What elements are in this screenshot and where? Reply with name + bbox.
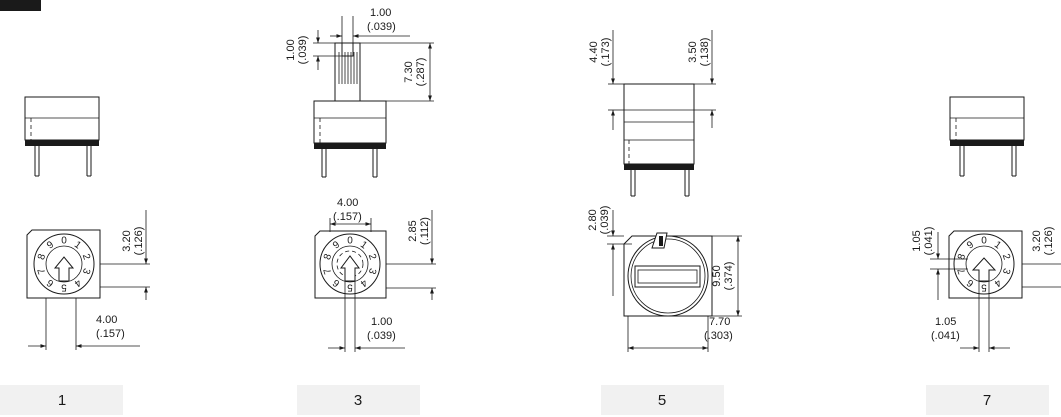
arrow-icon (340, 255, 360, 282)
dim-text: (.112) (419, 217, 431, 245)
dim-text: (.126) (133, 227, 145, 256)
variant-label-box (297, 385, 420, 415)
dial-digit: 1 (358, 239, 369, 251)
dial-digit: 8 (36, 252, 48, 261)
dim-text: (.039) (599, 206, 611, 235)
dim-text: (.303) (704, 330, 733, 342)
dim-text: 9.50 (711, 265, 723, 286)
dial-digit: 7 (956, 266, 968, 275)
dim-text: (.039) (367, 21, 396, 33)
dim-text: (.138) (699, 38, 711, 67)
dial-digit: 3 (1000, 267, 1012, 276)
dim-text: (.041) (923, 227, 935, 256)
dial-digit: 4 (358, 277, 369, 289)
variant-7-side-view (949, 96, 1025, 177)
dial-digit: 2 (1000, 253, 1012, 262)
dim-text: 4.00 (337, 197, 358, 209)
variant-label: 5 (658, 392, 666, 409)
dim-text: 3.50 (687, 41, 699, 62)
dial-digit: 2 (80, 253, 92, 262)
dim-text: 1.00 (285, 39, 297, 60)
dial-digit: 5 (347, 282, 353, 293)
dial-digit: 0 (61, 236, 67, 247)
dial-digit: 5 (981, 282, 987, 293)
dim-text: 3.20 (1031, 230, 1043, 251)
dial-digit: 3 (366, 267, 378, 276)
variant-label: 7 (983, 392, 991, 409)
dim-text: (.041) (931, 330, 960, 342)
dim-text: 3.20 (121, 230, 133, 251)
dial-digit: 8 (956, 252, 968, 261)
dial-digit: 6 (965, 276, 976, 288)
dim-text: (.157) (96, 328, 125, 340)
variant-label-box (0, 385, 123, 415)
dim-text: (.126) (1043, 227, 1055, 256)
dial-digit: 7 (322, 266, 334, 275)
dial-digit: 5 (61, 282, 67, 293)
knurl-hatch (338, 52, 358, 84)
dim-text: (.157) (333, 211, 362, 223)
dial-digit: 9 (965, 239, 976, 251)
dial-digit: 3 (80, 267, 92, 276)
arrow-icon (53, 256, 75, 282)
dim-text: 2.80 (587, 209, 599, 230)
arrow-icon (971, 257, 997, 282)
dial-digit: 8 (322, 252, 334, 261)
dim-text: (.039) (367, 330, 396, 342)
dim-text: (.173) (600, 38, 612, 67)
dim-text: (.287) (415, 58, 427, 87)
dim-text: 1.00 (370, 7, 391, 19)
dial-digit: 2 (366, 253, 378, 262)
dial-digit: 0 (981, 236, 987, 247)
variant-label-box (601, 385, 724, 415)
dial-digit: 9 (45, 239, 56, 251)
dial-digit: 4 (992, 277, 1003, 289)
dim-text: 1.00 (371, 316, 392, 328)
dim-text: 7.30 (403, 61, 415, 82)
dim-text: 4.00 (96, 314, 117, 326)
variant-5-top-view: 2.80 (.039) 9.50 (.374) 7.70 (.303) (587, 206, 742, 352)
variant-3-side-view: 1.00 (.039) 1.00 (.039) 7.30 (.287) (285, 7, 434, 178)
dial-digit: 6 (45, 276, 56, 288)
dial-digit: 4 (72, 277, 83, 289)
variant-5: 4.40 (.173) 3.50 (.138) 2.80 (.039) (587, 30, 742, 415)
variant-1-side-view (24, 96, 100, 177)
dim-text: 4.40 (588, 41, 600, 62)
header-tab (0, 0, 41, 11)
dim-text: 1.05 (911, 230, 923, 251)
dim-text: (.374) (723, 262, 735, 291)
dim-text: 1.05 (935, 316, 956, 328)
variant-label-box (926, 385, 1049, 415)
variant-label: 3 (354, 392, 362, 409)
variant-label: 1 (58, 392, 66, 409)
dial-digit: 0 (347, 236, 353, 247)
slot-knob (634, 265, 701, 288)
dim-text: 7.70 (709, 316, 730, 328)
dial-digit: 1 (72, 239, 83, 251)
variant-5-side-view: 4.40 (.173) 3.50 (.138) (588, 30, 716, 197)
dial-digit: 9 (331, 239, 342, 251)
dial-digit: 7 (36, 266, 48, 275)
dim-text: (.039) (297, 36, 309, 65)
dim-text: 2.85 (407, 220, 419, 241)
dial-digit: 6 (331, 276, 342, 288)
dial-digit: 1 (992, 239, 1003, 251)
